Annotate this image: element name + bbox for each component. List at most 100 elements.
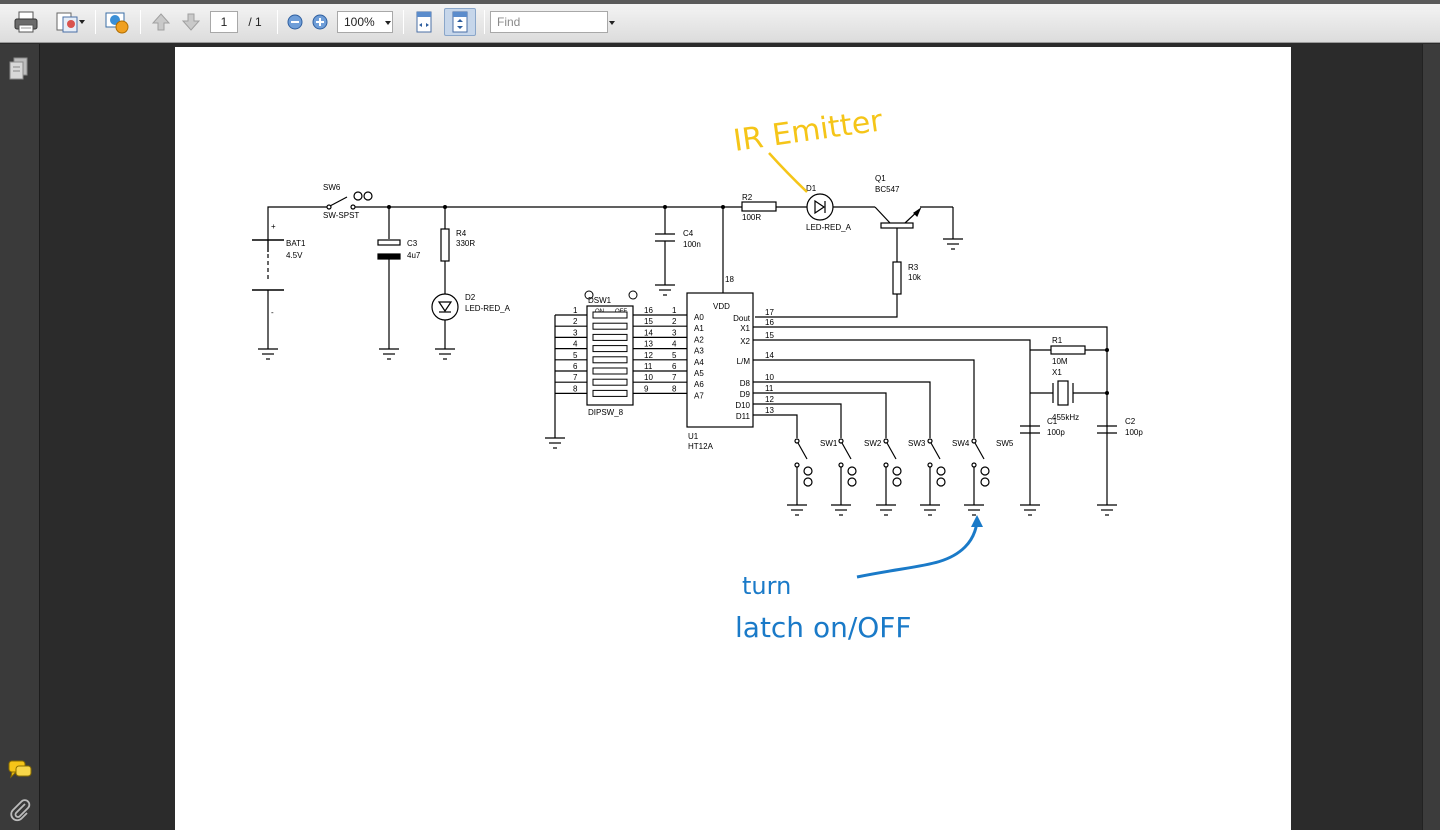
capacitor-c2 [1097, 425, 1117, 516]
sw6-value: SW-SPST [323, 211, 359, 220]
zoom-in-icon [312, 14, 328, 30]
share-button[interactable] [48, 8, 88, 36]
u1-left-pin-name: A5 [694, 369, 704, 378]
find-input[interactable]: Find [490, 11, 608, 33]
page-number-input[interactable]: 1 [210, 11, 238, 33]
comments-button[interactable] [7, 758, 33, 785]
dsw1-left-pin-number: 7 [573, 373, 578, 382]
u1-right-pin-number: 16 [765, 318, 774, 327]
key-switches [753, 359, 990, 516]
u1-right-pin-name: D8 [740, 379, 751, 388]
comments-icon [8, 760, 32, 779]
key-switch [753, 359, 990, 516]
dsw1-toggle [592, 356, 628, 364]
print-button[interactable] [10, 8, 42, 36]
pdf-page: BAT1 4.5V + - SW6 SW-SPST C3 4u7 R4 330R… [175, 47, 1291, 830]
page-total-label: / 1 [248, 15, 262, 29]
resistor-r3 [755, 261, 902, 318]
bat1-value: 4.5V [286, 251, 303, 260]
zoom-in-button[interactable] [310, 8, 330, 36]
u1-value: HT12A [688, 442, 714, 451]
led-d2 [431, 293, 459, 360]
c2-value: 100p [1125, 428, 1143, 437]
fit-width-icon [416, 11, 432, 33]
u1-left-pin-number: 6 [672, 362, 677, 371]
resistor-r2 [741, 201, 777, 212]
attachments-button[interactable] [8, 798, 32, 827]
capacitor-c3 [377, 239, 401, 360]
c3-ref: C3 [407, 239, 418, 248]
d2-ref: D2 [465, 293, 476, 302]
dsw1-right-pin-number: 12 [644, 351, 653, 360]
u1-left-pin-name: A7 [694, 391, 704, 400]
u1-right-pin-name: L/M [737, 357, 751, 366]
dsw1-toggle [592, 333, 628, 341]
u1-right-pin-number: 12 [765, 395, 774, 404]
c1-value: 100p [1047, 428, 1065, 437]
turn-note: turn [742, 572, 791, 600]
dsw1-left-pin-number: 4 [573, 340, 578, 349]
zoom-value: 100% [344, 15, 375, 29]
d1-value: LED-RED_A [806, 223, 852, 232]
prev-page-icon [151, 13, 171, 31]
u1-right-pin-name: Dout [733, 314, 751, 323]
ground-symbol [258, 348, 278, 360]
r2-ref: R2 [742, 193, 753, 202]
dsw1-toggle [592, 322, 628, 330]
dsw1-left-pin-number: 8 [573, 384, 578, 393]
r4-value: 330R [456, 239, 475, 248]
u1-right-pin-number: 13 [765, 406, 774, 415]
bat1-minus: - [271, 308, 274, 317]
d2-value: LED-RED_A [465, 304, 511, 313]
key-switch [753, 403, 857, 516]
oscillator-wires [753, 326, 1108, 505]
fit-page-button[interactable] [444, 8, 476, 36]
switch-sw6 [326, 191, 373, 210]
junction-dots [387, 205, 1109, 395]
d1-ref: D1 [806, 184, 817, 193]
r1-ref: R1 [1052, 336, 1063, 345]
capacitor-c4 [655, 233, 675, 296]
collaborate-button[interactable] [102, 8, 132, 36]
dsw1-left-pin-number: 2 [573, 317, 578, 326]
dsw1-toggle [592, 311, 628, 319]
sw2-label: SW2 [864, 439, 882, 448]
fit-width-button[interactable] [411, 8, 437, 36]
ir-emitter-arrow [768, 152, 808, 193]
vertical-scrollbar[interactable] [1422, 44, 1440, 830]
u1-left-pin-name: A0 [694, 313, 704, 322]
u1-left-pin-name: A3 [694, 347, 704, 356]
print-icon [14, 11, 38, 33]
ir-emitter-annotation: IR Emitter [731, 103, 885, 193]
u1-right-pin-number: 11 [765, 384, 774, 393]
u1-left-pin-number: 1 [672, 306, 677, 315]
dsw1-common-ground [545, 315, 565, 449]
zoom-select[interactable]: 100% [337, 11, 393, 33]
c4-ref: C4 [683, 229, 694, 238]
dsw1-right-pin-number: 9 [644, 384, 649, 393]
q1-value: BC547 [875, 185, 900, 194]
toolbar-divider [277, 10, 278, 34]
fit-page-icon [452, 11, 468, 33]
dsw1-value: DIPSW_8 [588, 408, 624, 417]
dip-switch-dsw1 [586, 305, 634, 406]
r3-ref: R3 [908, 263, 919, 272]
chevron-down-icon [79, 20, 85, 24]
led-d1 [806, 193, 834, 221]
u1-right-pin-number: 17 [765, 308, 774, 317]
c3-value: 4u7 [407, 251, 421, 260]
next-page-icon [181, 13, 201, 31]
find-options-chevron-icon[interactable] [609, 21, 615, 25]
c2-ref: C2 [1125, 417, 1136, 426]
u1-right-pin-number: 10 [765, 373, 774, 382]
key-switch [753, 392, 902, 516]
battery-bat1 [252, 239, 284, 349]
zoom-out-button[interactable] [285, 8, 305, 36]
pages-panel-button[interactable] [8, 56, 30, 87]
prev-page-button[interactable] [148, 8, 174, 36]
q1-ref: Q1 [875, 174, 886, 183]
key-switch [753, 414, 813, 516]
dsw1-left-pin-number: 5 [573, 351, 578, 360]
next-page-button[interactable] [178, 8, 204, 36]
